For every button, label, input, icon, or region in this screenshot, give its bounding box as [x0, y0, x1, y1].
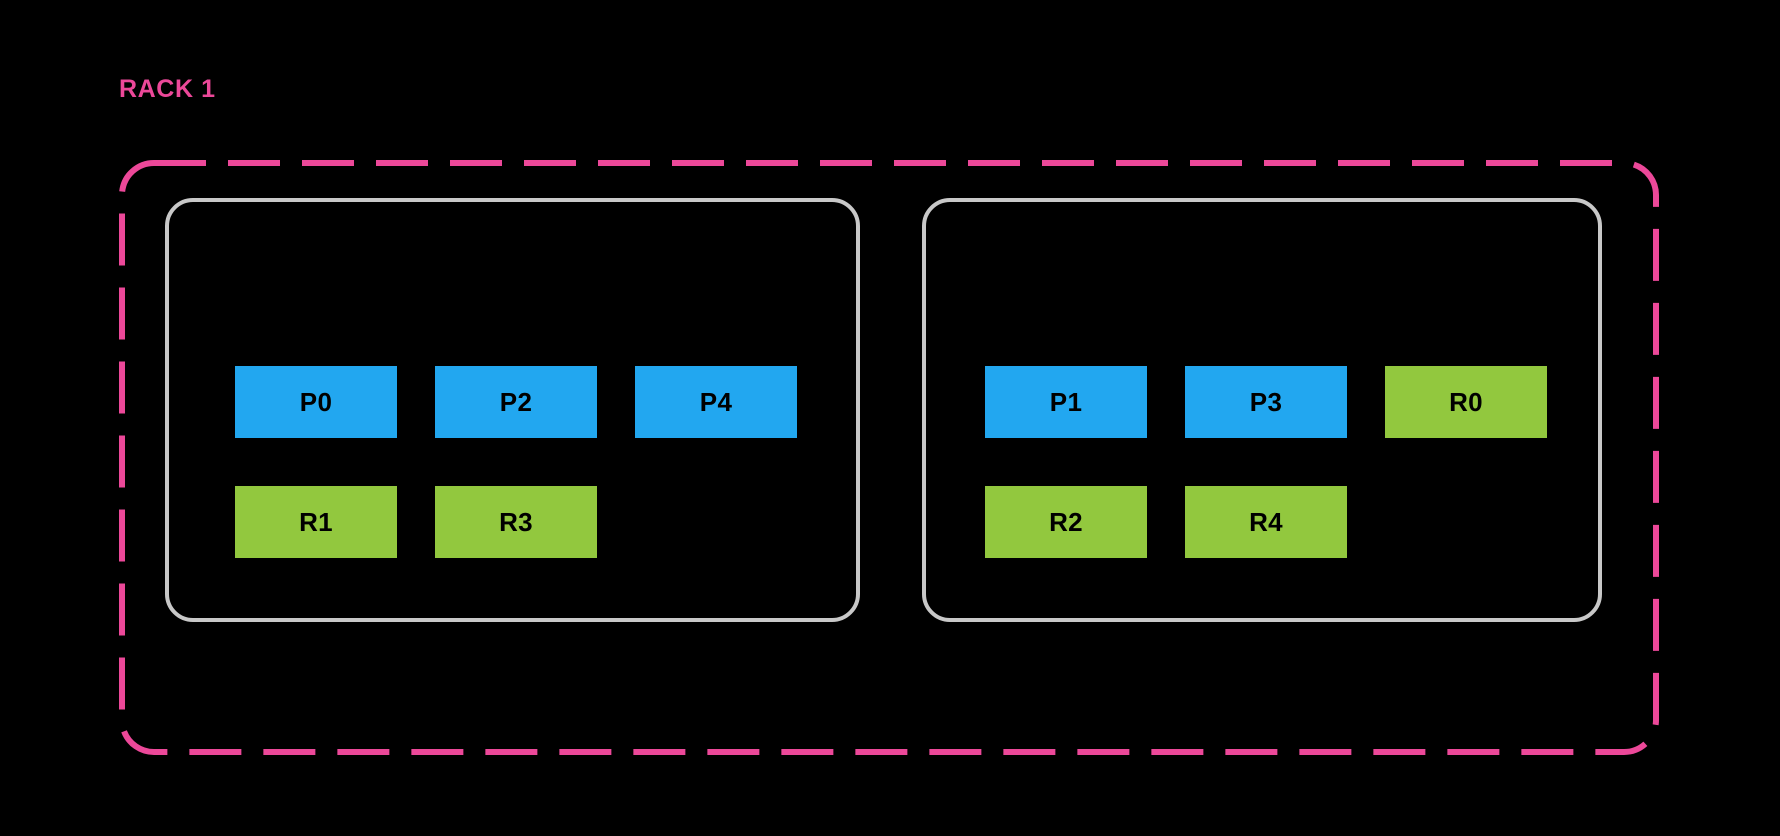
shard-p2[interactable]: P2: [435, 366, 597, 438]
node-b-replica-row: R2 R4: [985, 486, 1347, 558]
shard-label: R2: [1049, 507, 1083, 537]
shard-label: P4: [699, 387, 733, 417]
shard-p4[interactable]: P4: [635, 366, 797, 438]
node-container-a: [165, 198, 860, 622]
shard-r2[interactable]: R2: [985, 486, 1147, 558]
shard-r0[interactable]: R0: [1385, 366, 1547, 438]
shard-p0[interactable]: P0: [235, 366, 397, 438]
shard-label: R1: [299, 507, 333, 537]
shard-label: R0: [1449, 387, 1483, 417]
shard-p1[interactable]: P1: [985, 366, 1147, 438]
shard-label: R4: [1249, 507, 1283, 537]
shard-label: P3: [1249, 387, 1283, 417]
shard-label: P1: [1049, 387, 1083, 417]
shard-r4[interactable]: R4: [1185, 486, 1347, 558]
node-container-b: [922, 198, 1602, 622]
rack-label: RACK 1: [119, 75, 216, 103]
shard-r3[interactable]: R3: [435, 486, 597, 558]
shard-label: R3: [499, 507, 533, 537]
shard-r1[interactable]: R1: [235, 486, 397, 558]
shard-label: P0: [299, 387, 333, 417]
node-a-replica-row: R1 R3: [235, 486, 597, 558]
shard-label: P2: [499, 387, 533, 417]
shard-p3[interactable]: P3: [1185, 366, 1347, 438]
node-b-primary-row: P1 P3 R0: [985, 366, 1547, 438]
node-a-primary-row: P0 P2 P4: [235, 366, 797, 438]
